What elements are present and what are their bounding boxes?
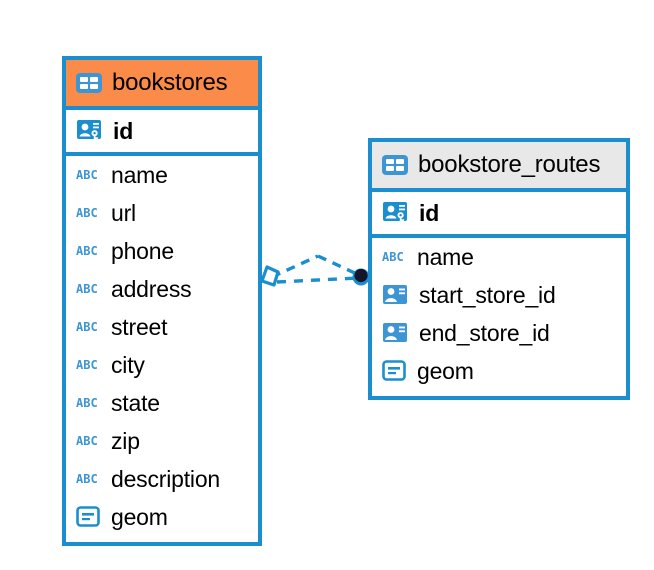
field-row-id[interactable]: id — [372, 192, 626, 238]
svg-text:ABC: ABC — [76, 282, 98, 296]
geometry-icon — [382, 359, 408, 383]
text-abc-icon: ABC — [76, 434, 102, 448]
text-abc-icon: ABC — [76, 320, 102, 334]
field-row-start-store-id[interactable]: start_store_id — [372, 276, 626, 314]
text-abc-icon: ABC — [76, 358, 102, 372]
text-abc-icon: ABC — [76, 244, 102, 258]
entity-bookstore-routes[interactable]: bookstore_routes id — [368, 138, 630, 400]
primary-key-icon — [76, 118, 104, 144]
entity-header-bookstore-routes[interactable]: bookstore_routes — [372, 142, 626, 192]
connector-branch-upper-left — [271, 254, 319, 279]
field-label-phone: phone — [111, 237, 174, 264]
field-label-id: id — [419, 199, 440, 226]
svg-text:ABC: ABC — [76, 434, 98, 448]
field-label-name: name — [417, 243, 474, 270]
primary-key-icon — [382, 200, 410, 226]
diamond-open-icon — [260, 265, 280, 287]
field-row-name[interactable]: ABC name — [66, 156, 258, 194]
text-abc-icon: ABC — [76, 282, 102, 296]
field-label-geom: geom — [111, 503, 168, 530]
entity-title-bookstore-routes: bookstore_routes — [418, 151, 601, 178]
field-label-street: street — [111, 313, 168, 340]
field-label-name: name — [111, 161, 168, 188]
svg-text:ABC: ABC — [76, 396, 98, 410]
field-row-phone[interactable]: ABC phone — [66, 232, 258, 270]
field-label-start-store-id: start_store_id — [419, 281, 556, 308]
field-row-description[interactable]: ABC description — [66, 460, 258, 498]
field-label-url: url — [111, 199, 136, 226]
field-row-street[interactable]: ABC street — [66, 308, 258, 346]
field-row-id[interactable]: id — [66, 110, 258, 156]
svg-text:ABC: ABC — [76, 358, 98, 372]
field-row-address[interactable]: ABC address — [66, 270, 258, 308]
text-abc-icon: ABC — [76, 206, 102, 220]
entity-title-bookstores: bookstores — [112, 69, 228, 96]
field-label-zip: zip — [111, 427, 140, 454]
field-label-city: city — [111, 351, 145, 378]
svg-text:ABC: ABC — [76, 320, 98, 334]
field-label-address: address — [111, 275, 192, 302]
field-row-url[interactable]: ABC url — [66, 194, 258, 232]
field-row-end-store-id[interactable]: end_store_id — [372, 314, 626, 352]
field-label-geom: geom — [417, 357, 474, 384]
table-icon — [75, 72, 103, 94]
connector-base-line — [276, 276, 359, 284]
field-row-geom[interactable]: geom — [372, 352, 626, 390]
connector-branch-upper-right — [317, 254, 360, 277]
svg-text:ABC: ABC — [76, 206, 98, 220]
field-label-end-store-id: end_store_id — [419, 319, 550, 346]
foreign-key-icon — [382, 284, 410, 306]
field-label-id: id — [113, 117, 134, 144]
svg-text:ABC: ABC — [76, 168, 98, 182]
text-abc-icon: ABC — [382, 250, 408, 264]
field-label-state: state — [111, 389, 160, 416]
text-abc-icon: ABC — [76, 168, 102, 182]
relationship-connector[interactable] — [255, 240, 380, 315]
svg-text:ABC: ABC — [76, 472, 98, 486]
svg-text:ABC: ABC — [76, 244, 98, 258]
field-row-city[interactable]: ABC city — [66, 346, 258, 384]
foreign-key-icon — [382, 322, 410, 344]
field-row-geom[interactable]: geom — [66, 498, 258, 536]
field-label-description: description — [111, 465, 221, 492]
text-abc-icon: ABC — [76, 472, 102, 486]
svg-text:ABC: ABC — [382, 250, 404, 264]
filled-circle-icon — [352, 268, 370, 286]
table-icon — [381, 154, 409, 176]
field-row-name[interactable]: ABC name — [372, 238, 626, 276]
geometry-icon — [76, 505, 102, 529]
field-row-zip[interactable]: ABC zip — [66, 422, 258, 460]
entity-bookstores[interactable]: bookstores id A — [62, 56, 262, 546]
field-row-state[interactable]: ABC state — [66, 384, 258, 422]
text-abc-icon: ABC — [76, 396, 102, 410]
entity-header-bookstores[interactable]: bookstores — [66, 60, 258, 110]
